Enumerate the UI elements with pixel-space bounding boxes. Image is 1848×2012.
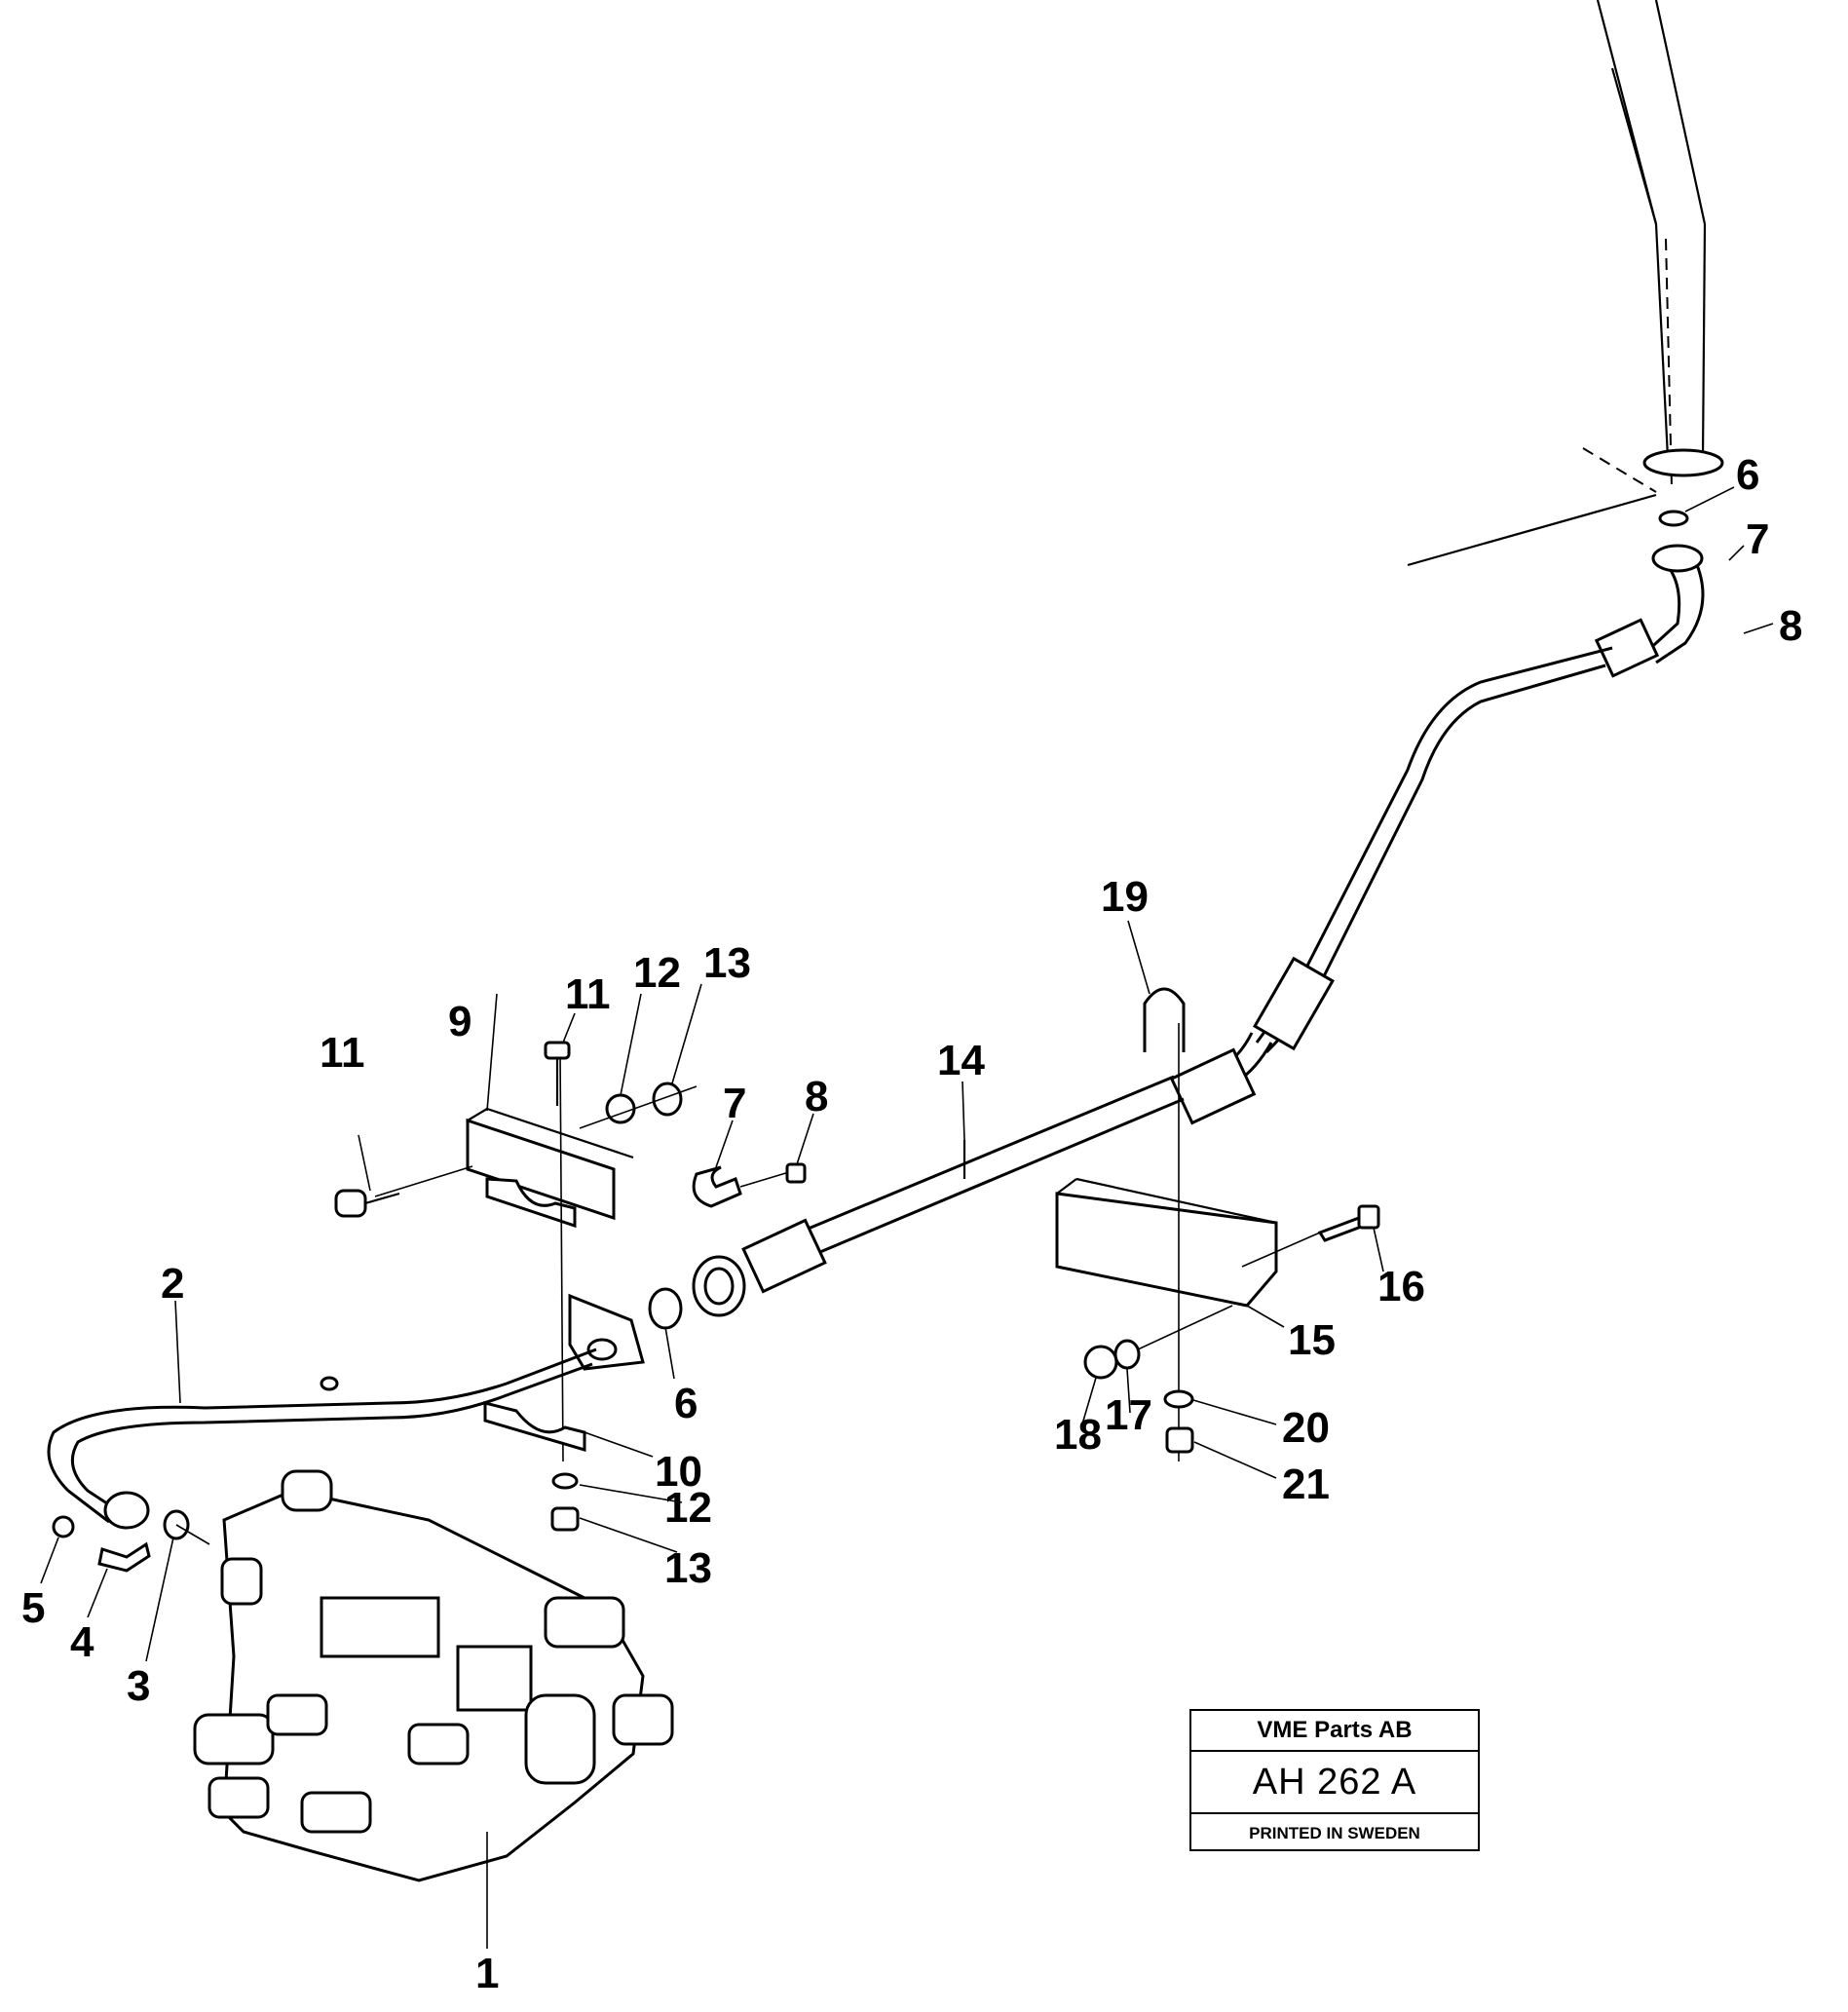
callout-labels: 1 2 3 4 5 6 6 7 7 8 8 9 10 11 11 12 12 1…	[21, 451, 1802, 1997]
callout-11-left: 11	[320, 1029, 365, 1077]
callout-4: 4	[70, 1618, 94, 1666]
right-bracket	[1055, 987, 1380, 1462]
boom-frame	[1407, 0, 1724, 567]
callout-14: 14	[937, 1037, 985, 1084]
leader-lines	[40, 486, 1774, 1662]
callout-15: 15	[1288, 1316, 1336, 1364]
callout-10: 10	[655, 1448, 702, 1496]
title-code: AH 262 A	[1191, 1752, 1478, 1814]
callout-8-upper: 8	[1779, 602, 1802, 650]
callout-20: 20	[1282, 1404, 1330, 1452]
title-company: VME Parts AB	[1191, 1711, 1478, 1752]
callout-21: 21	[1282, 1461, 1330, 1508]
callout-7-upper: 7	[1746, 515, 1769, 563]
callout-9: 9	[448, 998, 471, 1045]
callout-16: 16	[1377, 1263, 1425, 1310]
upper-pipe-assembly	[648, 510, 1705, 1330]
callout-7-lower: 7	[723, 1080, 746, 1127]
lower-pipe-assembly	[47, 1293, 645, 1573]
callout-18: 18	[1054, 1411, 1102, 1459]
callout-11-right: 11	[565, 970, 611, 1018]
title-block: VME Parts AB AH 262 A PRINTED IN SWEDEN	[1189, 1709, 1480, 1851]
control-valve	[175, 1469, 674, 1949]
callout-12-upper: 12	[633, 949, 681, 997]
callout-13-upper: 13	[703, 939, 751, 987]
title-printed: PRINTED IN SWEDEN	[1249, 1824, 1420, 1842]
callout-2: 2	[161, 1260, 184, 1308]
callout-17: 17	[1105, 1391, 1152, 1439]
callout-6-lower: 6	[674, 1380, 698, 1427]
callout-6-upper: 6	[1736, 451, 1759, 499]
callout-13-lower: 13	[664, 1544, 712, 1592]
callout-1: 1	[475, 1950, 499, 1997]
left-bracket	[334, 1041, 807, 1532]
callout-8-lower: 8	[805, 1073, 828, 1120]
callout-5: 5	[21, 1584, 45, 1632]
callout-3: 3	[127, 1662, 150, 1710]
callout-12-lower: 12	[664, 1484, 712, 1532]
callout-19: 19	[1101, 873, 1149, 921]
